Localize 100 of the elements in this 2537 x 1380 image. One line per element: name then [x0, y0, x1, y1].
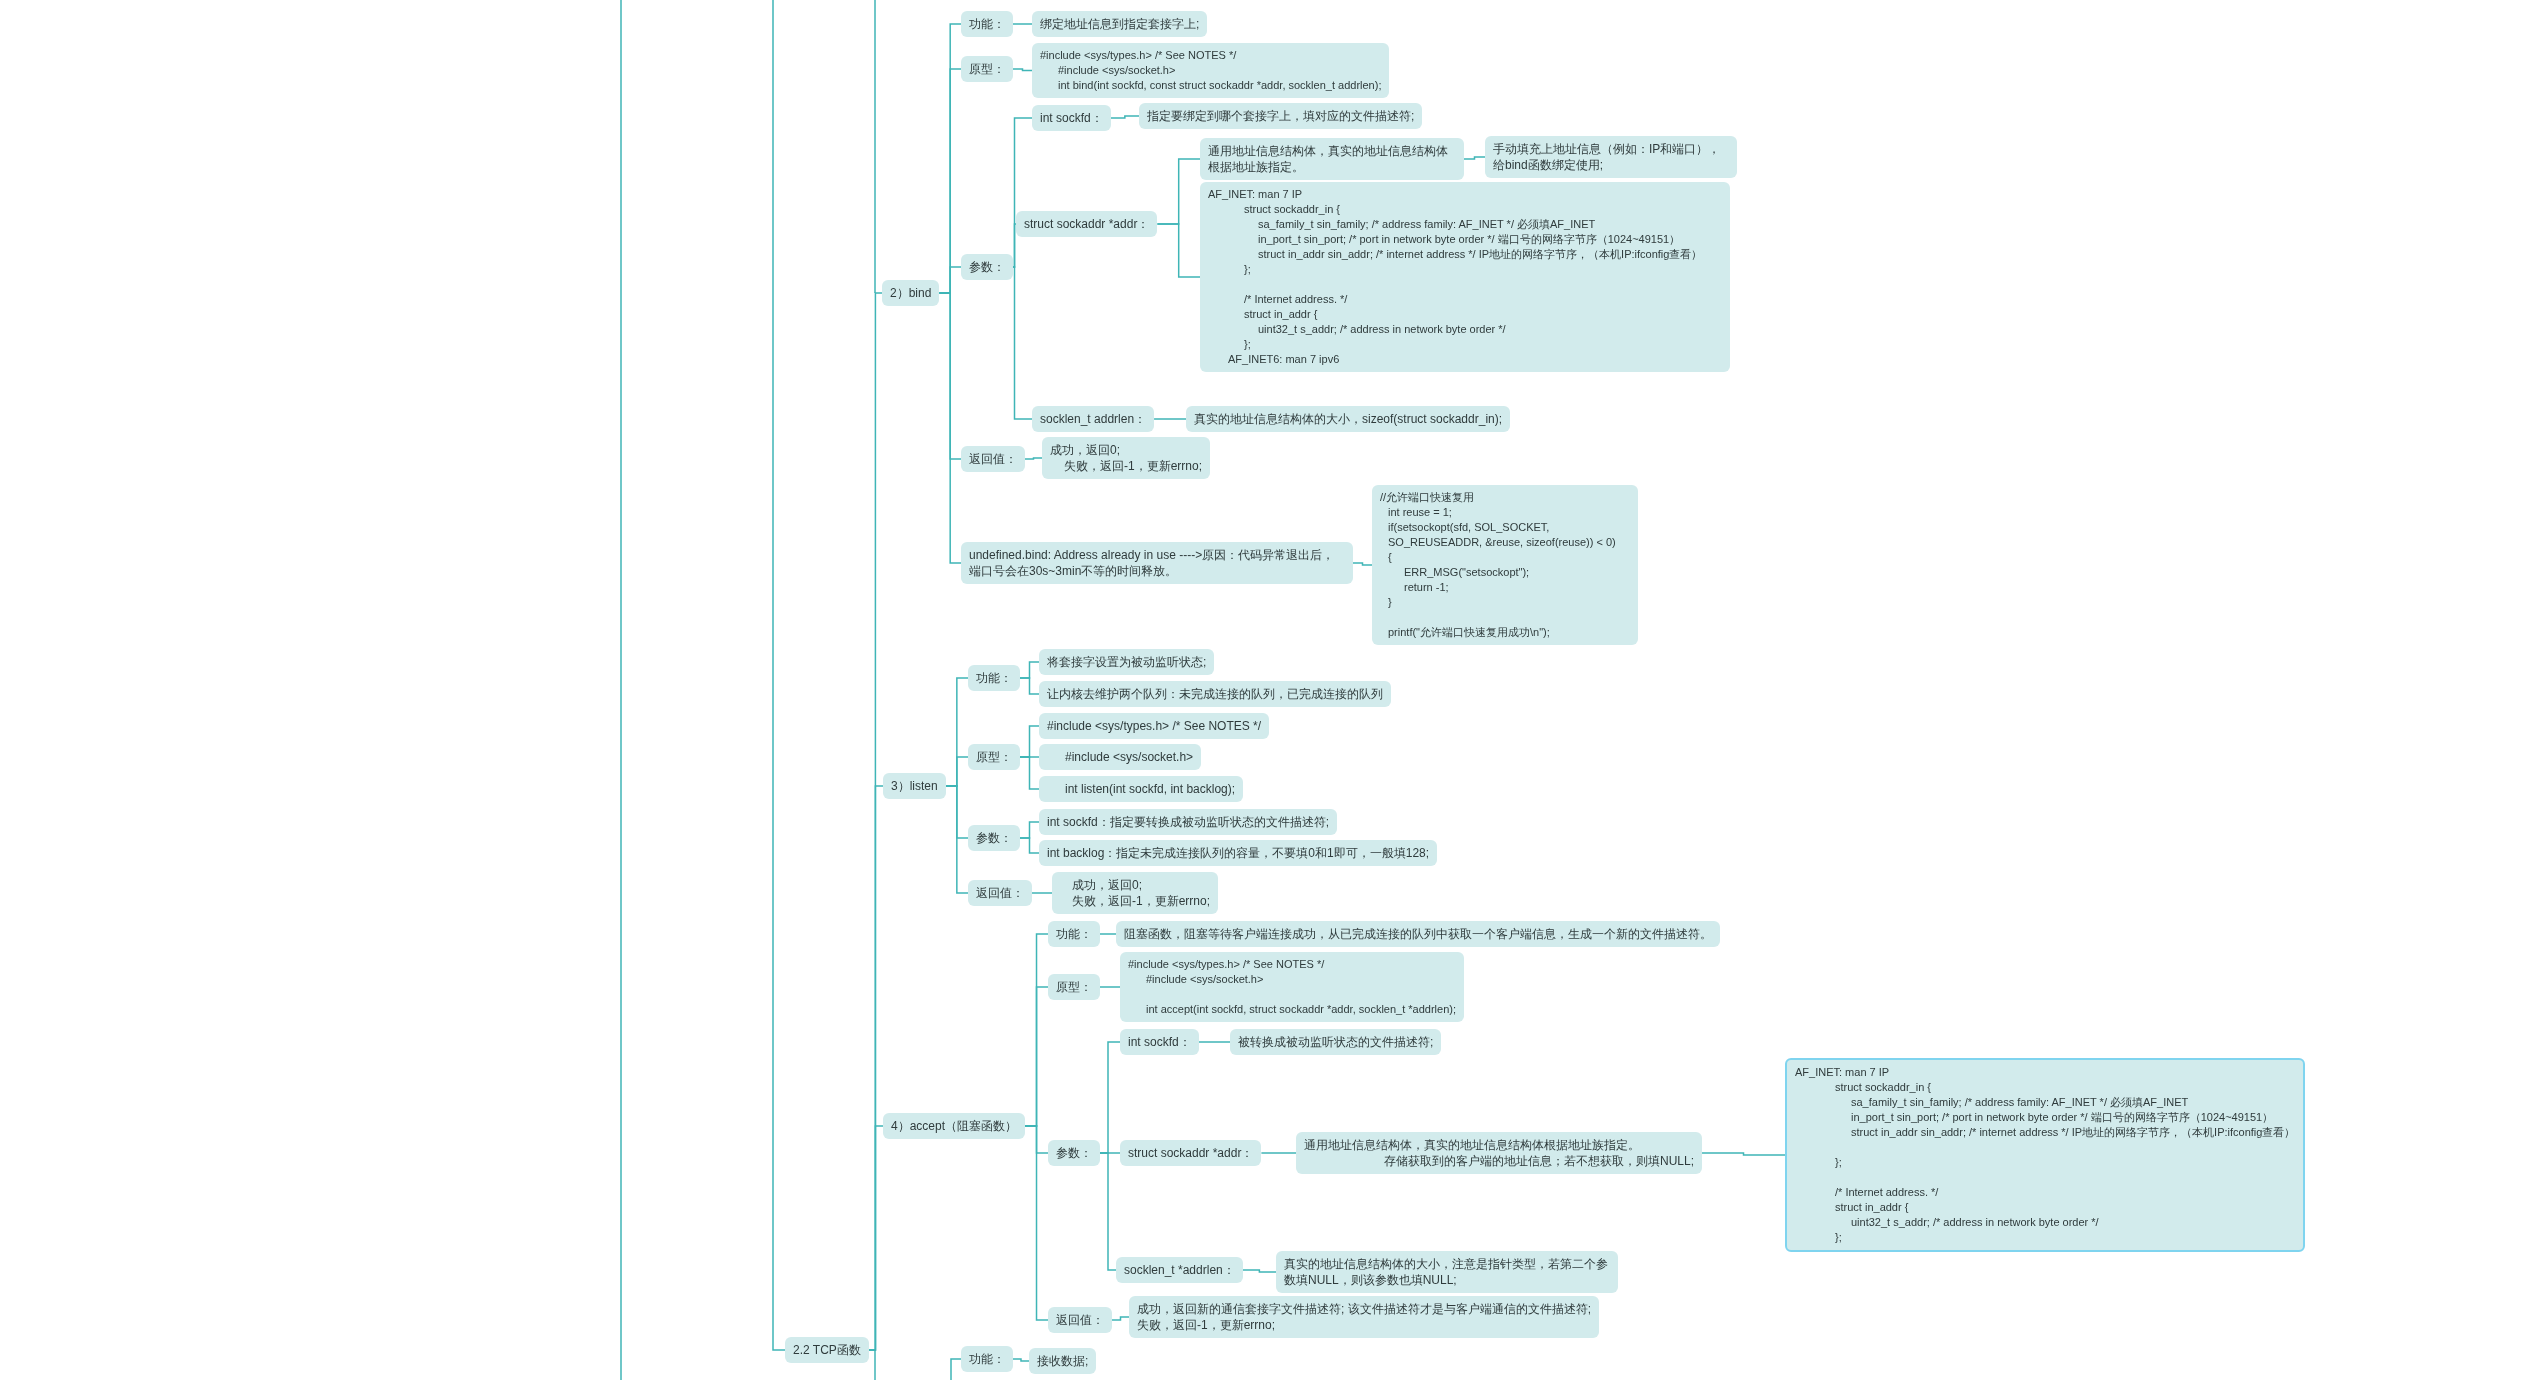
- code-box: [1785, 1058, 2306, 1252]
- code-line: {: [1387, 550, 1393, 565]
- topic-text: 指定要绑定到哪个套接字上，填对应的文件描述符;: [1147, 108, 1415, 124]
- code-line: ERR_MSG("setsockopt");: [1403, 565, 1531, 580]
- code-line: in_port_t sin_port; /* port in network byte order */ 端口号的网络字节序（1024~49151）: [1850, 1110, 2275, 1125]
- topic-text: 阻塞函数，阻塞等待客户端连接成功，从已完成连接的队列中获取一个客户端信息，生成一个新的文件描述符。: [1124, 926, 1712, 942]
- branch-line: [944, 785, 969, 894]
- topic-text: 手动填充上地址信息（例如：IP和端口），给bind函数绑定使用;: [1493, 141, 1722, 173]
- topic-box: [961, 542, 1353, 584]
- topic-text: 失败，返回-1，更新errno;: [1071, 893, 1211, 909]
- topic-box: [1032, 105, 1111, 131]
- branch-line: [1197, 1041, 1231, 1043]
- topic-box: [968, 744, 1020, 770]
- topic-text: 返回值：: [1056, 1312, 1104, 1328]
- topic-box: [1052, 872, 1219, 914]
- topic-text: 真实的地址信息结构体的大小，sizeof(struct sockaddr_in);: [1194, 411, 1503, 427]
- branch-line: [1031, 892, 1053, 894]
- topic-box: [961, 254, 1013, 280]
- topic-text: 成功，返回0;: [1071, 877, 1143, 893]
- topic-text: 功能：: [969, 1351, 1005, 1367]
- branch-line: [1156, 223, 1201, 278]
- topic-box: [1116, 1257, 1243, 1283]
- topic-box: [1048, 1307, 1112, 1333]
- branch-line: [1701, 1152, 1786, 1156]
- topic-text: 通用地址信息结构体，真实的地址信息结构体根据地址族指定。: [1208, 143, 1449, 175]
- code-line: struct in_addr {: [1243, 307, 1319, 322]
- topic-text: 原型：: [969, 61, 1005, 77]
- topic-box: [1039, 776, 1244, 802]
- branch-line: [1242, 1269, 1277, 1273]
- branch-line: [1012, 1358, 1030, 1362]
- branch-line: [1019, 677, 1040, 695]
- topic-box: [1120, 1140, 1262, 1166]
- topic-box: [1039, 681, 1391, 707]
- branch-line: [1260, 1152, 1297, 1154]
- branch-line: [772, 0, 786, 1351]
- branch-line: [1012, 266, 1033, 420]
- code-line: int accept(int sockfd, struct sockaddr *addr, socklen_t *addrlen);: [1145, 1002, 1456, 1017]
- topic-box: [1230, 1029, 1442, 1055]
- code-line: uint32_t s_addr; /* address in network byte order */: [1257, 322, 1507, 337]
- code-line: struct sockaddr_in {: [1243, 202, 1341, 217]
- topic-box: [785, 1337, 869, 1363]
- topic-text: int sockfd：: [1040, 110, 1103, 126]
- topic-box: [961, 446, 1025, 472]
- branch-line: [1099, 986, 1121, 988]
- code-line: };: [1243, 262, 1252, 277]
- code-line: /* Internet address. */: [1834, 1185, 1940, 1200]
- topic-text: int sockfd：指定要转换成被动监听状态的文件描述符;: [1047, 814, 1330, 830]
- topic-text: 让内核去维护两个队列：未完成连接的队列，已完成连接的队列: [1047, 686, 1383, 702]
- code-line: /* Internet address. */: [1243, 292, 1349, 307]
- topic-text: 原型：: [1056, 979, 1092, 995]
- topic-text: struct sockaddr *addr：: [1128, 1145, 1254, 1161]
- code-box: [1032, 43, 1390, 98]
- branch-line: [950, 1358, 962, 1380]
- topic-text: 通用地址信息结构体，真实的地址信息结构体根据地址族指定。: [1304, 1137, 1641, 1153]
- topic-text: 原型：: [976, 749, 1012, 765]
- topic-box: [1296, 1132, 1702, 1174]
- topic-text: 失败，返回-1，更新errno;: [1063, 458, 1203, 474]
- topic-box: [1200, 138, 1464, 180]
- topic-text: 失败，返回-1，更新errno;: [1137, 1317, 1277, 1333]
- code-line: AF_INET: man 7 IP: [1795, 1065, 1891, 1080]
- topic-text: 参数：: [1056, 1145, 1092, 1161]
- topic-text: 返回值：: [976, 885, 1024, 901]
- branch-line: [1019, 756, 1040, 790]
- code-line: //允许端口快速复用: [1380, 490, 1476, 505]
- topic-box: [1039, 713, 1270, 739]
- topic-box: [1048, 974, 1100, 1000]
- topic-box: [1016, 211, 1158, 237]
- code-line: #include <sys/types.h> /* See NOTES */: [1040, 48, 1238, 63]
- code-line: struct in_addr sin_addr; /* internet address */ IP地址的网络字节序，（本机IP:ifconfig查看）: [1257, 247, 1704, 262]
- branch-line: [868, 1125, 884, 1351]
- topic-text: 参数：: [976, 830, 1012, 846]
- topic-box: [1048, 921, 1100, 947]
- topic-text: 成功，返回0;: [1050, 442, 1121, 458]
- branch-line: [938, 292, 962, 564]
- topic-text: int backlog：指定未完成连接队列的容量，不要填0和1即可，一般填128;: [1047, 845, 1430, 861]
- code-line: uint32_t s_addr; /* address in network byte order */: [1850, 1215, 2100, 1230]
- topic-box: [882, 280, 940, 306]
- branch-line: [1111, 1316, 1130, 1321]
- branch-line: [1019, 837, 1040, 854]
- code-line: printf("允许端口快速复用成功\n");: [1387, 625, 1551, 640]
- topic-box: [1116, 921, 1720, 947]
- code-line: sa_family_t sin_family; /* address family: AF_INET */ 必须填AF_INET: [1850, 1095, 2190, 1110]
- topic-box: [1139, 103, 1423, 129]
- topic-box: [1120, 1029, 1199, 1055]
- topic-text: 功能：: [1056, 926, 1092, 942]
- topic-text: 存储获取到的客户端的地址信息；若不想获取，则填NULL;: [1383, 1153, 1694, 1169]
- topic-text: 3）listen: [891, 778, 938, 794]
- topic-box: [961, 11, 1013, 37]
- topic-box: [961, 56, 1013, 82]
- code-line: };: [1243, 337, 1252, 352]
- code-box: [1372, 485, 1638, 645]
- branch-line: [1099, 933, 1117, 935]
- code-line: AF_INET6: man 7 ipv6: [1227, 352, 1341, 367]
- topic-text: struct sockaddr *addr：: [1024, 216, 1150, 232]
- code-line: struct in_addr {: [1834, 1200, 1910, 1215]
- branch-line: [1024, 1125, 1049, 1321]
- topic-text: #include <sys/socket.h>: [1064, 749, 1194, 765]
- topic-text: undefined.bind: Address already in use ---->原因：代码异常退出后，端口号会在30s~3min不等的时间释放。: [969, 547, 1336, 579]
- code-line: struct in_addr sin_addr; /* internet address */ IP地址的网络字节序，（本机IP:ifconfig查看）: [1850, 1125, 2296, 1140]
- topic-text: 接收数据;: [1037, 1353, 1089, 1369]
